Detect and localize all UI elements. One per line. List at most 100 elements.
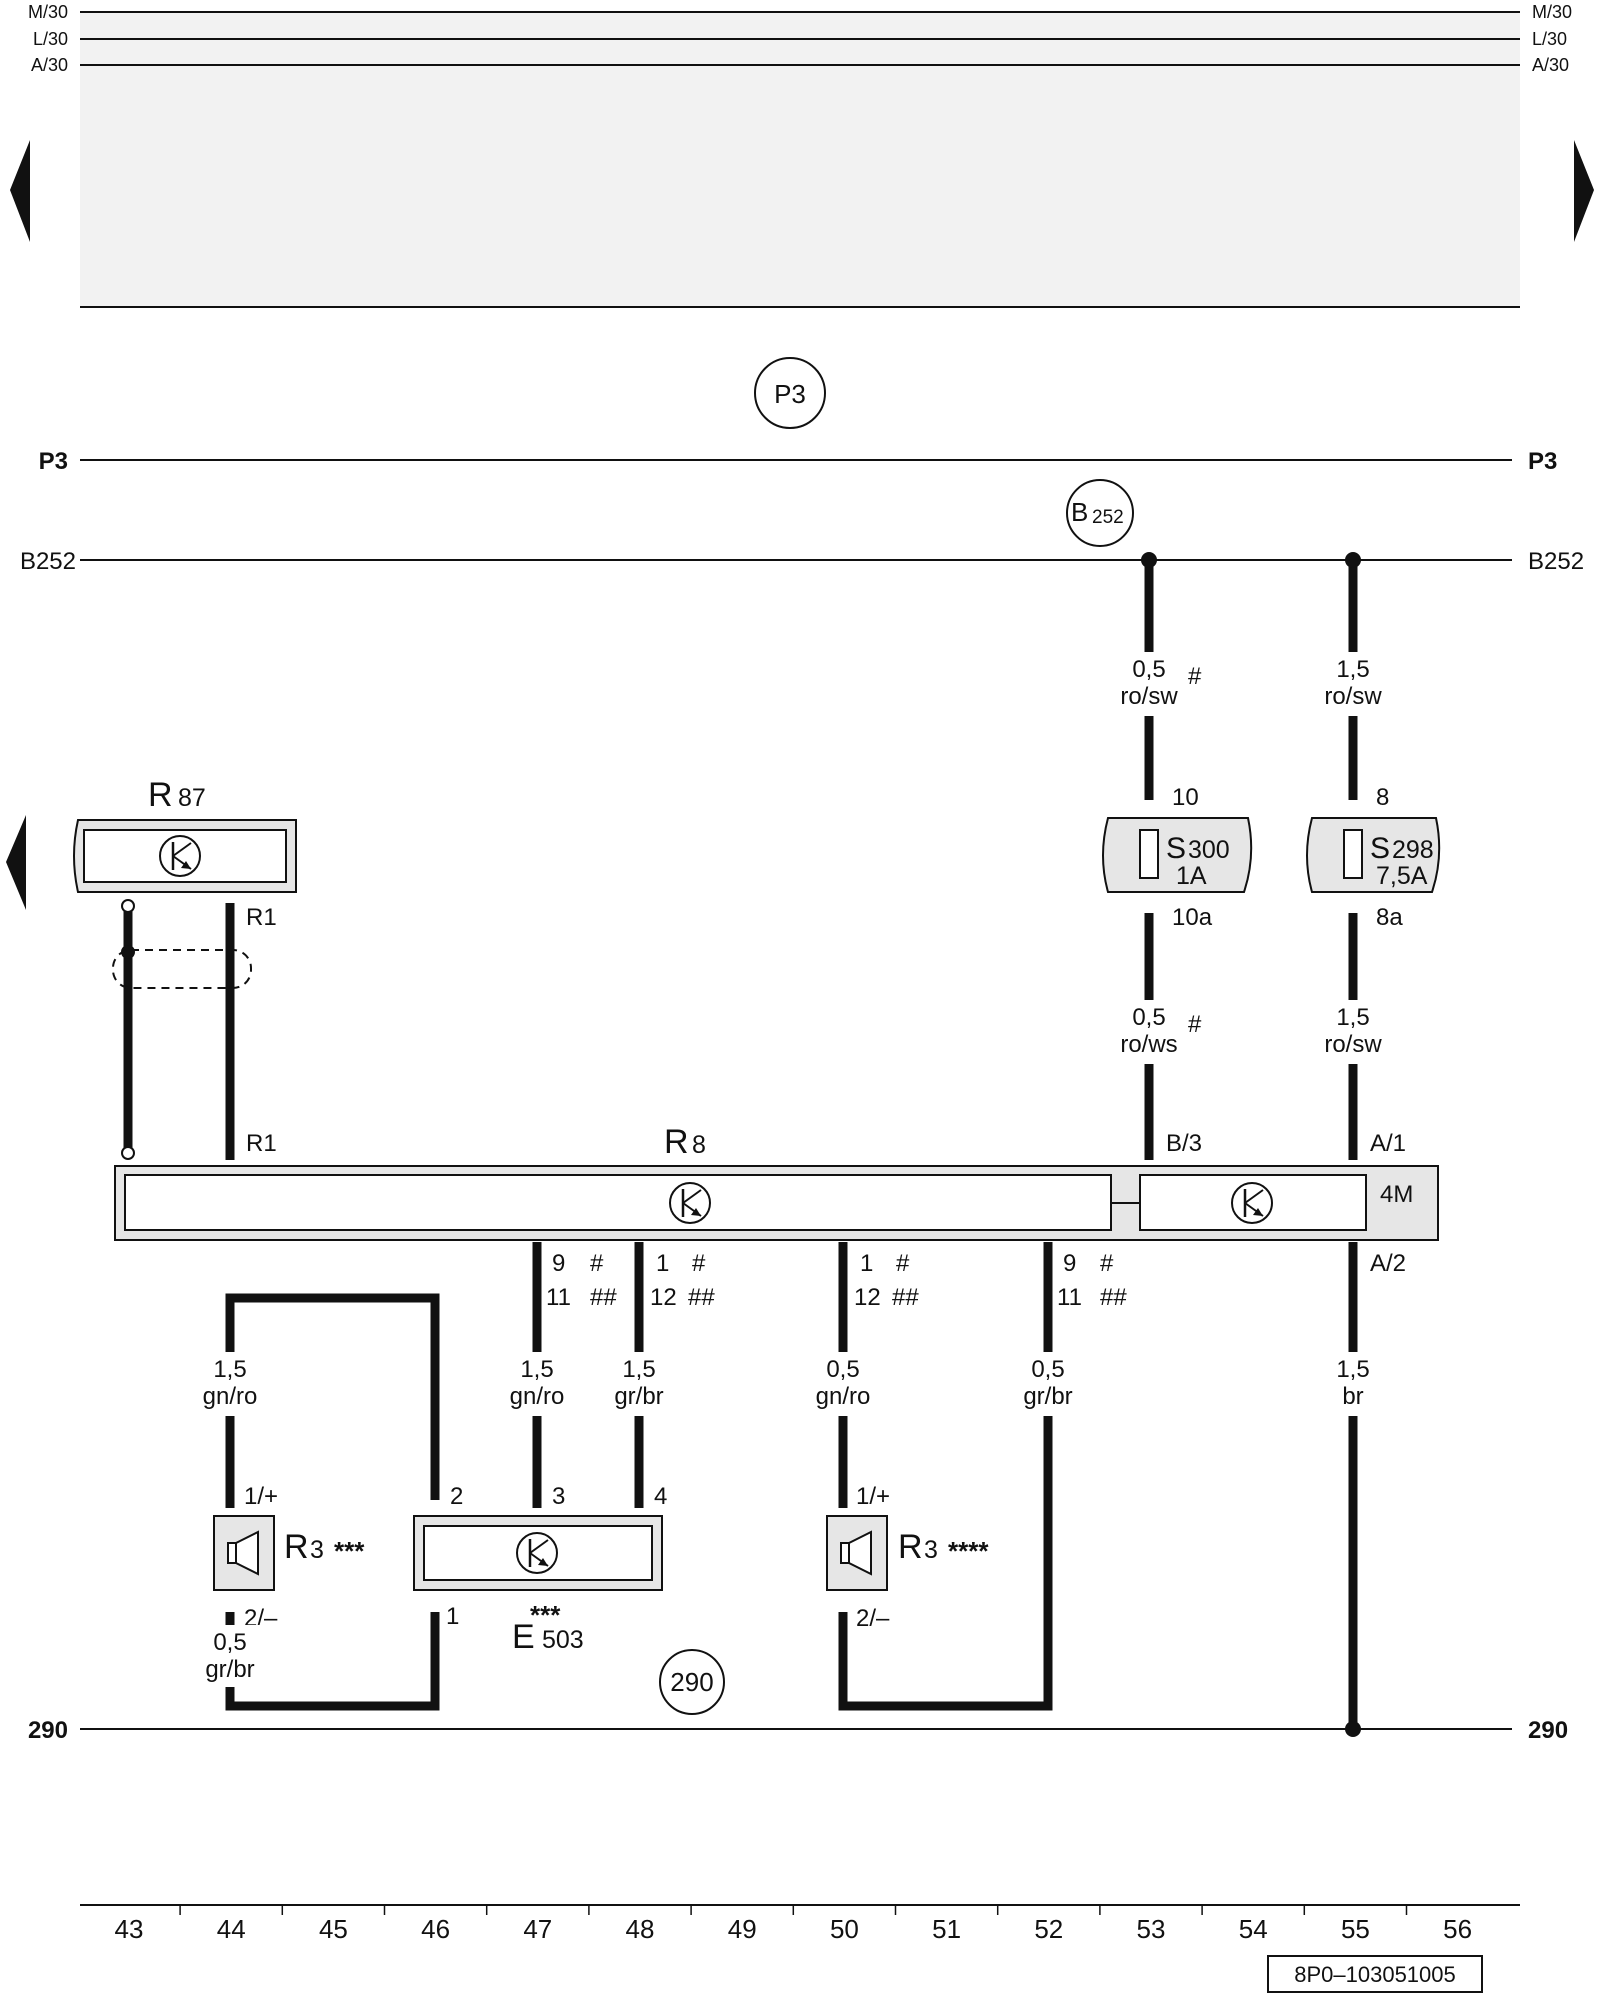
r8-pin-48-bot-mark: ## bbox=[688, 1284, 715, 1311]
wire-label-bg-47 bbox=[497, 1352, 577, 1416]
r8-inner-box-main bbox=[124, 1174, 1112, 1231]
e503-pin-2: 2 bbox=[450, 1483, 463, 1510]
component-r3-right[interactable]: R 3 **** 1/+ 2/– bbox=[826, 1483, 989, 1632]
r87-pin-r1: R1 bbox=[246, 904, 277, 931]
r3-right-name: R bbox=[898, 1528, 923, 1566]
wire-label-bg-44 bbox=[190, 1352, 270, 1416]
component-r8[interactable]: R 8 4M R1 B/3 A/1 A/2 bbox=[114, 1123, 1439, 1277]
bus-290-circle-label: 290 bbox=[670, 1667, 713, 1697]
rail-label-a30-right: A/30 bbox=[1532, 55, 1569, 75]
s298-box bbox=[1306, 817, 1441, 893]
top-rail-panel: M/30 L/30 A/30 M/30 L/30 A/30 bbox=[28, 2, 1572, 308]
wire-label-bg-55b bbox=[1314, 1000, 1392, 1064]
r8-sub: 8 bbox=[692, 1131, 706, 1159]
wire-label-bg-55a bbox=[1314, 652, 1392, 716]
r87-pin-open-circle bbox=[121, 899, 135, 913]
continuation-left-arrow-icon[interactable] bbox=[6, 815, 26, 910]
column-number: 48 bbox=[626, 1914, 655, 1944]
wire-47-color: gn/ro bbox=[510, 1383, 565, 1410]
column-number: 47 bbox=[523, 1914, 552, 1944]
r8-tag-4m: 4M bbox=[1380, 1181, 1413, 1208]
wire-label-bg-53a bbox=[1110, 652, 1188, 716]
wire-55b-size: 1,5 bbox=[1336, 1004, 1369, 1031]
wire-label-bg-52 bbox=[1008, 1352, 1088, 1416]
r8-pin-48-top: 1 bbox=[656, 1250, 669, 1277]
doc-id-label: 8P0–103051005 bbox=[1294, 1962, 1456, 1987]
s300-pin-in: 10 bbox=[1172, 784, 1199, 811]
wire-47-size: 1,5 bbox=[520, 1356, 553, 1383]
page-prev-arrow-icon[interactable] bbox=[10, 140, 30, 242]
r87-sub: 87 bbox=[178, 784, 206, 812]
column-number: 52 bbox=[1034, 1914, 1063, 1944]
bus-290-label-right: 290 bbox=[1528, 1717, 1568, 1744]
r8-pin-48-top-mark: # bbox=[692, 1250, 706, 1277]
fuse-s298[interactable]: S 298 7,5A 8 8a bbox=[1306, 784, 1441, 931]
junction-290-55 bbox=[1345, 1721, 1361, 1737]
e503-name: E bbox=[512, 1618, 535, 1656]
page-next-arrow-icon[interactable] bbox=[1574, 140, 1594, 242]
wire-44-color: gn/ro bbox=[203, 1383, 258, 1410]
r87-transistor-icon bbox=[159, 835, 201, 877]
bus-p3-circle bbox=[754, 357, 826, 429]
r8-pin-52-top-mark: # bbox=[1100, 1250, 1114, 1277]
column-number: 45 bbox=[319, 1914, 348, 1944]
wire-labels: 0,5 ro/sw # 1,5 ro/sw 0,5 ro/ws # 1,5 ro… bbox=[190, 652, 1392, 1687]
r8-name: R bbox=[664, 1123, 689, 1161]
r8-transistor-icon-right bbox=[1231, 1182, 1273, 1224]
s300-fuse-icon bbox=[1139, 829, 1159, 879]
s298-pin-out: 8a bbox=[1376, 904, 1403, 931]
column-number: 55 bbox=[1341, 1914, 1370, 1944]
wire-label-bg-48 bbox=[599, 1352, 679, 1416]
junction-b252-55 bbox=[1345, 552, 1361, 568]
s298-pin-in: 8 bbox=[1376, 784, 1389, 811]
wire-50-size: 0,5 bbox=[826, 1356, 859, 1383]
wire-55b-color: ro/sw bbox=[1324, 1031, 1382, 1058]
component-r87[interactable]: R 87 R1 bbox=[73, 776, 297, 931]
wire-55c-size: 1,5 bbox=[1336, 1356, 1369, 1383]
wire-48-color: gr/br bbox=[614, 1383, 663, 1410]
e503-sub: 503 bbox=[542, 1626, 584, 1654]
s298-name: S bbox=[1370, 832, 1390, 865]
r3-right-pin-pos: 1/+ bbox=[856, 1483, 890, 1510]
r8-pin-a2: A/2 bbox=[1370, 1250, 1406, 1277]
rail-label-m30-right: M/30 bbox=[1532, 2, 1572, 22]
s300-rating: 1A bbox=[1176, 862, 1207, 890]
wire-label-bg-55c bbox=[1318, 1352, 1388, 1416]
bus-b252-label-left: B252 bbox=[20, 548, 76, 575]
wire-50-52-loop bbox=[838, 1242, 1053, 1711]
column-number: 46 bbox=[421, 1914, 450, 1944]
s298-fuse-icon bbox=[1343, 829, 1363, 879]
r8-pin-b3: B/3 bbox=[1166, 1130, 1202, 1157]
bus-b252-circle-main: B bbox=[1071, 497, 1088, 527]
wire-55c-color: br bbox=[1342, 1383, 1363, 1410]
r8-pin-a1: A/1 bbox=[1370, 1130, 1406, 1157]
bus-p3: P3 P3 P3 bbox=[39, 357, 1557, 475]
wire-52-color: gr/br bbox=[1023, 1383, 1072, 1410]
rail-label-l30-right: L/30 bbox=[1532, 29, 1567, 49]
column-number: 54 bbox=[1239, 1914, 1268, 1944]
r3-left-pin-pos: 1/+ bbox=[244, 1483, 278, 1510]
shield-junction bbox=[121, 945, 135, 959]
r3-left-name: R bbox=[284, 1528, 309, 1566]
r3-right-pin-neg: 2/– bbox=[856, 1605, 890, 1632]
r8-pin-50-top-mark: # bbox=[896, 1250, 910, 1277]
bus-b252-circle bbox=[1066, 479, 1134, 547]
r8-pin-52-top: 9 bbox=[1063, 1250, 1076, 1277]
rail-label-l30-left: L/30 bbox=[33, 29, 68, 49]
s300-sub: 300 bbox=[1188, 836, 1230, 864]
r3-left-stars: *** bbox=[334, 1536, 365, 1566]
fuse-s300[interactable]: S 300 1A 10 10a bbox=[1102, 784, 1253, 931]
bus-290-label-left: 290 bbox=[28, 1717, 68, 1744]
r3-right-stars: **** bbox=[948, 1536, 989, 1566]
s298-rating: 7,5A bbox=[1376, 862, 1428, 890]
wire-label-bg-50 bbox=[803, 1352, 883, 1416]
column-number: 43 bbox=[115, 1914, 144, 1944]
e503-pin-4: 4 bbox=[654, 1483, 667, 1510]
r8-pin-52-bot: 11 bbox=[1057, 1284, 1082, 1311]
component-e503[interactable]: 2 3 4 1 *** E 503 bbox=[413, 1483, 667, 1656]
bus-b252-label-right: B252 bbox=[1528, 548, 1584, 575]
component-r3-left[interactable]: R 3 *** 1/+ 2/– bbox=[213, 1483, 365, 1632]
